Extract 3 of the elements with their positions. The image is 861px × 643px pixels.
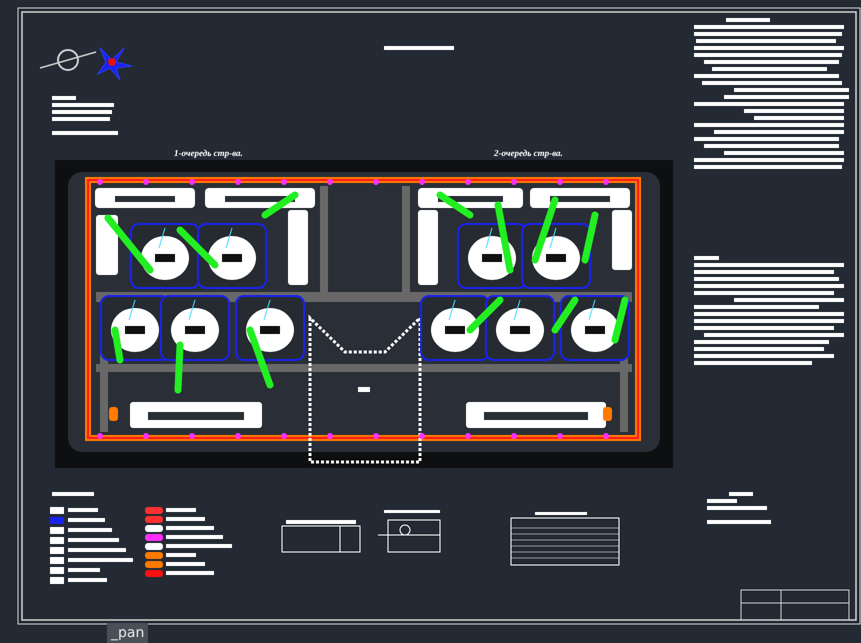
command-line-text: _pan xyxy=(107,623,148,643)
stage-title: 2-очередь стр-ва. xyxy=(494,148,563,158)
stage-title: 1-очередь стр-ва. xyxy=(174,148,243,158)
